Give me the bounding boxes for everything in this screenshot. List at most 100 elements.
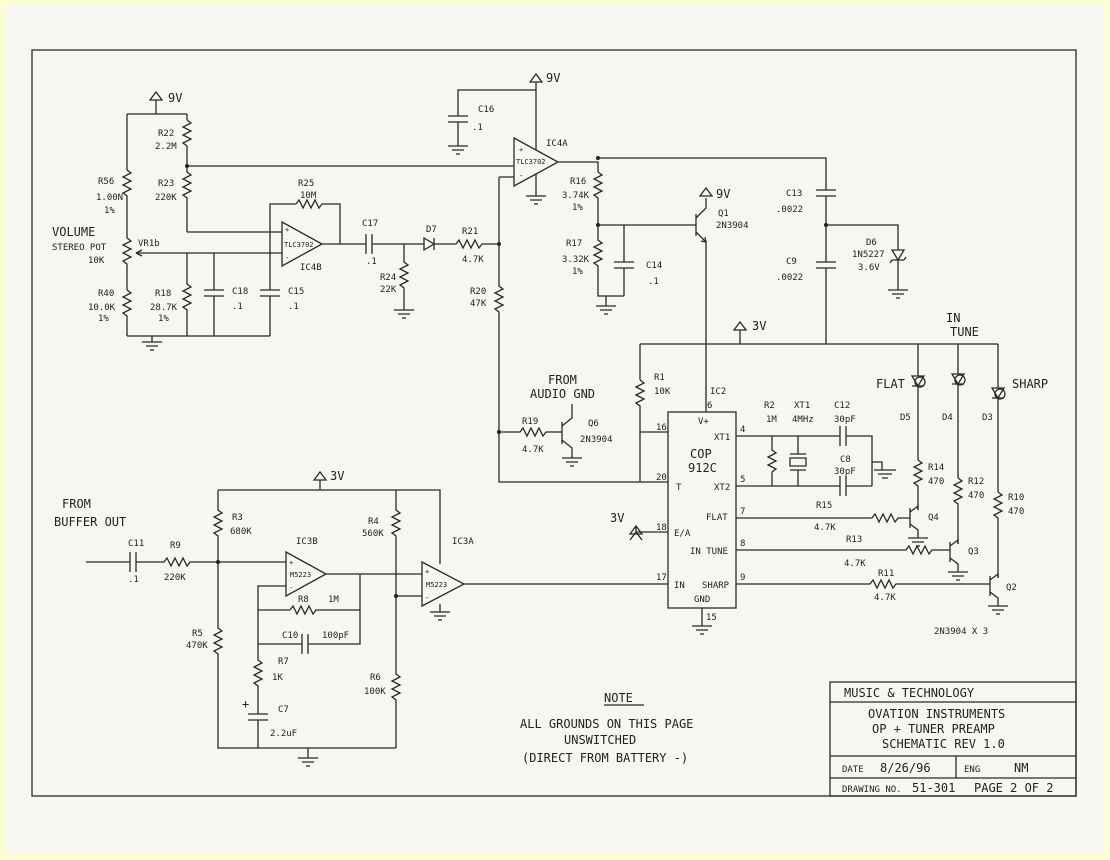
label-titleblock-line3: SCHEMATIC REV 1.0	[882, 737, 1005, 751]
label-labels-r56t: 1%	[104, 206, 115, 216]
label-labels-r22: R22	[158, 129, 174, 139]
label-titleblock-company: MUSIC & TECHNOLOGY	[844, 686, 975, 700]
label-labels-r6: R6	[370, 673, 381, 683]
svg-text:+: +	[289, 559, 293, 567]
schematic-drawing: 9V R22 2.2M R23 220K R56 1.00N 1% VOLUME…	[31, 49, 1077, 797]
label-labels-c15v: .1	[288, 302, 299, 312]
label-labels-r8v: 1M	[328, 595, 339, 605]
label-labels-ic4b: IC4B	[300, 263, 322, 273]
label-labels-r20v: 47K	[470, 299, 487, 309]
label-labels-r56v: 1.00N	[96, 193, 123, 203]
label-labels-r5v: 470K	[186, 641, 208, 651]
label-titleblock-eng_label: ENG	[964, 765, 980, 775]
label-labels-c9v: .0022	[776, 273, 803, 283]
label-labels-r11v: 4.7K	[874, 593, 896, 603]
label-labels-c9: C9	[786, 257, 797, 267]
label-labels-q2: Q2	[1006, 583, 1017, 593]
label-note-line2: UNSWITCHED	[564, 733, 636, 747]
label-labels-d6v2: 3.6V	[858, 263, 880, 273]
q6-section: FROM AUDIO GND R19 4.7K Q6 2N3904	[497, 373, 613, 467]
label-labels-volpot: STEREO POT	[52, 243, 107, 253]
label-labels-fromgnd1: FROM	[548, 373, 577, 387]
label-labels-c14v: .1	[648, 277, 659, 287]
label-labels-r2v: 1M	[766, 415, 777, 425]
label-labels-pin_gnd: GND	[694, 595, 710, 605]
label-labels-r25v: 10M	[300, 191, 317, 201]
svg-text:-: -	[425, 594, 429, 602]
label-titleblock-eng: NM	[1014, 761, 1028, 775]
label-labels-m5223: M5223	[426, 581, 447, 589]
label-labels-c16: C16	[478, 105, 494, 115]
label-labels-vol: VOLUME	[52, 225, 95, 239]
label-labels-c13v: .0022	[776, 205, 803, 215]
label-labels-r25: R25	[298, 179, 314, 189]
label-labels-v3a: 3V	[752, 319, 766, 333]
label-labels-p4: 4	[740, 425, 745, 435]
label-labels-tlc: TLC3702	[516, 158, 546, 166]
label-labels-p18: 18	[656, 523, 667, 533]
title-block: MUSIC & TECHNOLOGY OVATION INSTRUMENTS O…	[829, 681, 1077, 797]
svg-text:+: +	[242, 697, 249, 711]
label-labels-pin_xt1: XT1	[714, 433, 730, 443]
label-labels-r1: R1	[654, 373, 665, 383]
ic4a-section: R20 47K TLC3702 + - IC4A 9V C16 .1 R16 3…	[448, 71, 908, 483]
label-labels-r23v: 220K	[155, 193, 177, 203]
label-titleblock-line2: OP + TUNER PREAMP	[872, 722, 995, 736]
label-labels-r16: R16	[570, 177, 586, 187]
label-labels-r9: R9	[170, 541, 181, 551]
label-labels-c14: C14	[646, 261, 662, 271]
ic2-cop912c: IC2 COP 912C V+ 6 XT1 XT2 T FLAT IN TUNE…	[610, 387, 1017, 637]
label-labels-vr1b: VR1b	[138, 239, 160, 249]
label-labels-r2: R2	[764, 401, 775, 411]
label-labels-cop1: COP	[690, 447, 712, 461]
label-labels-p8: 8	[740, 539, 745, 549]
label-labels-r13v: 4.7K	[844, 559, 866, 569]
label-labels-p9: 9	[740, 573, 745, 583]
label-labels-r13: R13	[846, 535, 862, 545]
label-labels-r1v: 10K	[654, 387, 671, 397]
label-labels-pin_sharp: SHARP	[702, 581, 730, 591]
tuner-leds: 3V R1 10K IN TUNE FLAT SHARP D5 D4 D3 R1…	[634, 311, 1048, 578]
label-labels-r18: R18	[155, 289, 171, 299]
label-labels-r10v: 470	[1008, 507, 1024, 517]
label-labels-ic3a: IC3A	[452, 537, 474, 547]
label-labels-p7: 7	[740, 507, 745, 517]
label-titleblock-page: PAGE 2 OF 2	[974, 781, 1053, 795]
label-labels-r21: R21	[462, 227, 478, 237]
label-labels-r16v: 3.74K	[562, 191, 590, 201]
label-labels-c8v: 30pF	[834, 467, 856, 477]
label-labels-c16v: .1	[472, 123, 483, 133]
label-labels-c18v: .1	[232, 302, 243, 312]
volume-section: 9V R22 2.2M R23 220K R56 1.00N 1% VOLUME…	[52, 90, 504, 351]
label-labels-p17: 17	[656, 573, 667, 583]
label-labels-r4v: 560K	[362, 529, 384, 539]
label-labels-c12: C12	[834, 401, 850, 411]
label-labels-m5223: M5223	[290, 571, 311, 579]
label-labels-r4: R4	[368, 517, 379, 527]
label-labels-r7v: 1K	[272, 673, 283, 683]
label-note-line1: ALL GROUNDS ON THIS PAGE	[520, 717, 693, 731]
label-labels-r18v: 28.7K	[150, 303, 178, 313]
label-labels-r17v: 3.32K	[562, 255, 590, 265]
label-labels-r17t: 1%	[572, 267, 583, 277]
label-labels-q3: Q3	[968, 547, 979, 557]
svg-text:+: +	[285, 226, 289, 234]
label-labels-r40t: 1%	[98, 314, 109, 324]
label-titleblock-drawing_no: 51-301	[912, 781, 955, 795]
label-labels-pin_t: T	[676, 483, 682, 493]
svg-text:-: -	[289, 584, 293, 592]
label-titleblock-drawing_label: DRAWING NO.	[842, 785, 902, 795]
label-labels-r11: R11	[878, 569, 894, 579]
label-labels-d4: D4	[942, 413, 953, 423]
label-labels-r22v: 2.2M	[155, 142, 177, 152]
label-labels-r12v: 470	[968, 491, 984, 501]
label-labels-qnote: 2N3904 X 3	[934, 627, 988, 637]
svg-text:+: +	[425, 568, 429, 576]
label-labels-volv: 10K	[88, 256, 105, 266]
label-labels-r23: R23	[158, 179, 174, 189]
label-labels-cop2: 912C	[688, 461, 717, 475]
label-titleblock-line1: OVATION INSTRUMENTS	[868, 707, 1005, 721]
label-labels-c10: C10	[282, 631, 298, 641]
label-labels-c11v: .1	[128, 575, 139, 585]
label-labels-sharp: SHARP	[1012, 377, 1048, 391]
